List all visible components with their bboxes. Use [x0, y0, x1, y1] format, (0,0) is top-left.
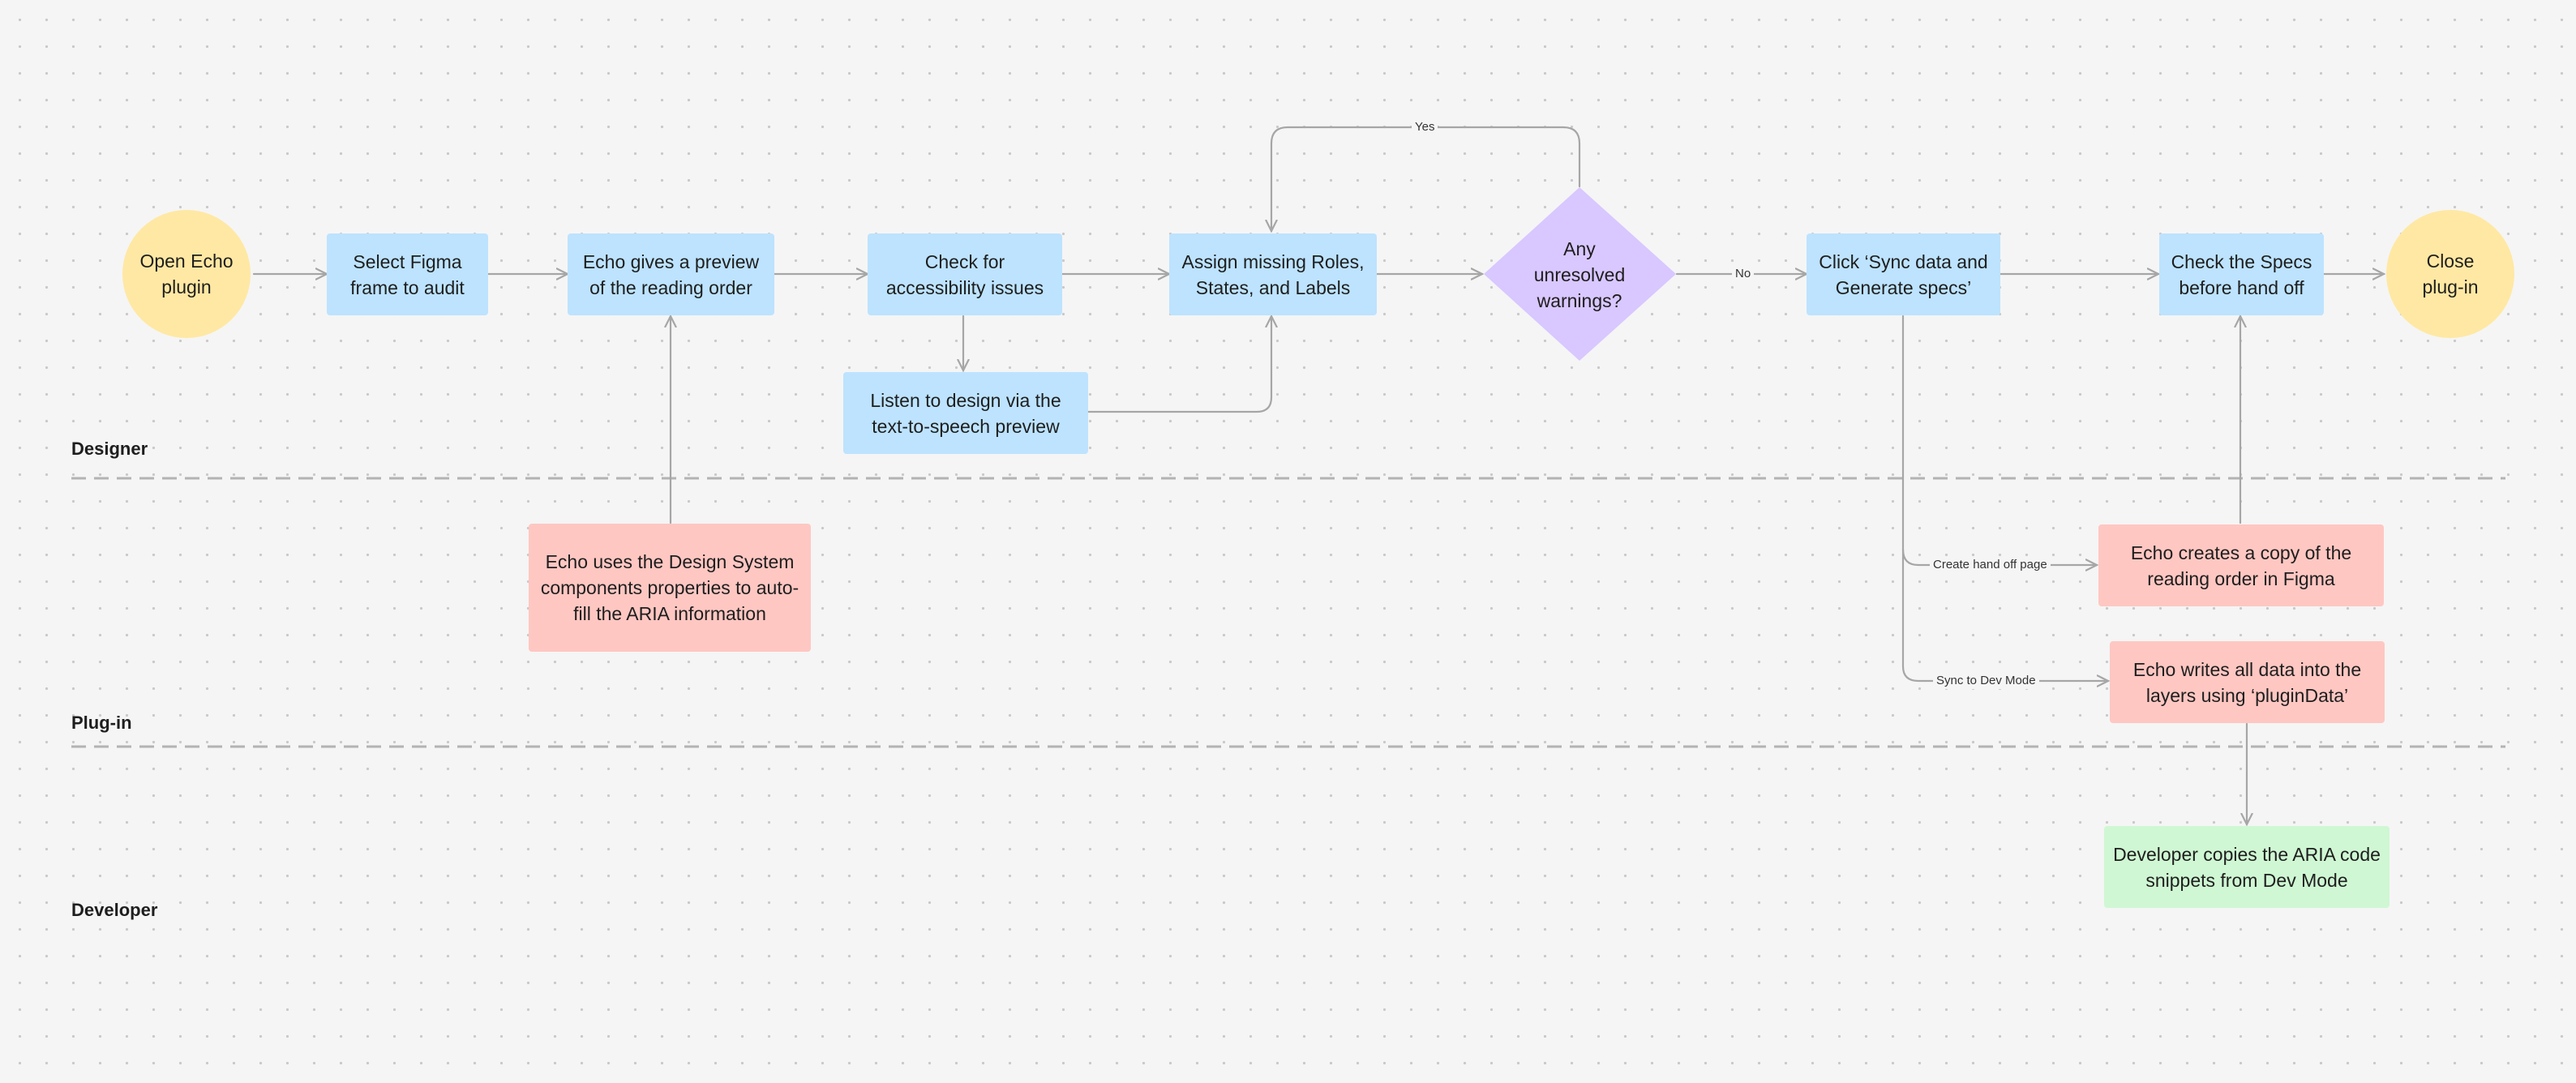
- step-assign-roles-label: Assign missing Roles, States, and Labels: [1181, 250, 1365, 298]
- decision-unresolved-warnings: Any unresolved warnings?: [1516, 233, 1643, 315]
- step-preview-order-label: Echo gives a preview of the reading orde…: [582, 250, 760, 298]
- step-check-issues: Check for accessibility issues: [868, 233, 1062, 315]
- step-preview-order: Echo gives a preview of the reading orde…: [568, 233, 774, 315]
- plugin-write-plugindata-label: Echo writes all data into the layers usi…: [2132, 658, 2362, 706]
- edge-sync-dev-mode: [1901, 548, 2108, 681]
- lane-label-designer: Designer: [71, 439, 148, 459]
- plugin-write-plugindata: Echo writes all data into the layers usi…: [2110, 641, 2385, 723]
- decision-diamond: [1484, 187, 1676, 361]
- edge-label-yes: Yes: [1412, 119, 1438, 135]
- step-select-frame: Select Figma frame to audit: [327, 233, 488, 315]
- step-listen-tts: Listen to design via the text-to-speech …: [843, 372, 1088, 454]
- dev-copies-aria-label: Developer copies the ARIA code snippets …: [2113, 843, 2381, 891]
- dev-copies-aria: Developer copies the ARIA code snippets …: [2104, 826, 2390, 908]
- step-assign-roles: Assign missing Roles, States, and Labels: [1169, 233, 1377, 315]
- plugin-autofill-aria-label: Echo uses the Design System components p…: [540, 551, 799, 624]
- start-open-echo-label: Open Echo plugin: [139, 250, 234, 298]
- end-close-plugin-label: Close plug-in: [2422, 250, 2479, 298]
- step-check-specs-label: Check the Specs before hand off: [2171, 250, 2312, 298]
- step-sync-data-label: Click ‘Sync data and Generate specs’: [1819, 250, 1988, 298]
- lane-label-developer: Developer: [71, 900, 158, 920]
- edge-sync-create-handoff: [1901, 315, 2097, 565]
- plugin-copy-reading-order: Echo creates a copy of the reading order…: [2098, 524, 2384, 606]
- plugin-autofill-aria: Echo uses the Design System components p…: [529, 524, 811, 652]
- edge-decision-yes-loop: [1271, 126, 1581, 231]
- lane-label-plugin: Plug-in: [71, 713, 132, 733]
- decision-label: Any unresolved warnings?: [1533, 238, 1626, 311]
- edge-listen-to-assign: [1087, 316, 1271, 413]
- step-sync-data: Click ‘Sync data and Generate specs’: [1807, 233, 2000, 315]
- start-open-echo: Open Echo plugin: [122, 210, 251, 338]
- plugin-copy-reading-order-label: Echo creates a copy of the reading order…: [2130, 542, 2352, 589]
- step-listen-tts-label: Listen to design via the text-to-speech …: [870, 389, 1061, 437]
- end-close-plugin: Close plug-in: [2386, 210, 2514, 338]
- edge-label-sync-dev-mode: Sync to Dev Mode: [1933, 673, 2039, 689]
- edge-label-no: No: [1732, 266, 1755, 282]
- step-check-issues-label: Check for accessibility issues: [885, 250, 1044, 298]
- edge-label-create-handoff: Create hand off page: [1930, 557, 2051, 573]
- step-select-frame-label: Select Figma frame to audit: [350, 250, 465, 298]
- step-check-specs: Check the Specs before hand off: [2159, 233, 2324, 315]
